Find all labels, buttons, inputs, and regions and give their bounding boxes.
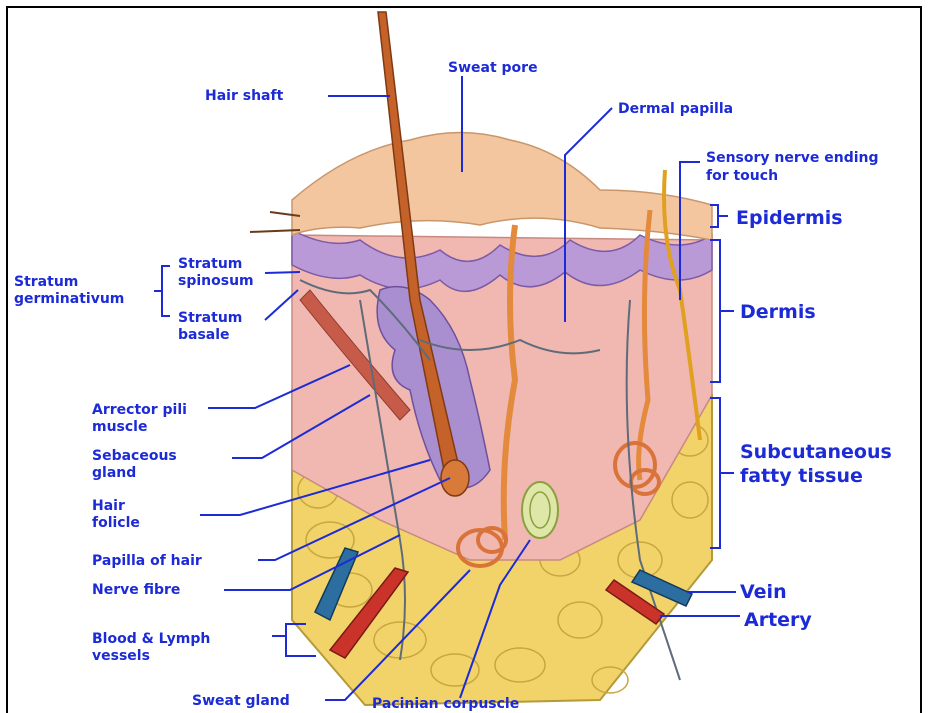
label-stratum-germ-2: germinativum: [14, 291, 124, 307]
label-spinosum-1: Stratum: [178, 256, 242, 272]
pacinian-corpuscle-shape: [522, 482, 558, 538]
hair-bulb: [441, 460, 469, 496]
label-sensory-2: for touch: [706, 168, 778, 184]
bracket-stratum: [154, 266, 170, 316]
label-basale-2: basale: [178, 327, 230, 343]
label-hair-shaft: Hair shaft: [205, 88, 284, 104]
label-sensory-1: Sensory nerve ending: [706, 150, 879, 166]
label-subcutaneous-1: Subcutaneous: [740, 441, 892, 463]
leader-spinosum: [265, 272, 300, 273]
label-subcutaneous-2: fatty tissue: [740, 465, 863, 487]
label-pacinian: Pacinian corpuscle: [372, 696, 519, 712]
label-blood-2: vessels: [92, 648, 150, 664]
label-dermal-papilla: Dermal papilla: [618, 101, 733, 117]
label-sebaceous-2: gland: [92, 465, 136, 481]
label-sweat-gland: Sweat gland: [192, 693, 290, 709]
label-follicle-2: folicle: [92, 515, 140, 531]
label-blood-1: Blood & Lymph: [92, 631, 210, 647]
label-arrector-1: Arrector pili: [92, 402, 187, 418]
label-arrector-2: muscle: [92, 419, 147, 435]
label-sebaceous-1: Sebaceous: [92, 448, 177, 464]
label-dermis: Dermis: [740, 301, 816, 323]
label-papilla-of-hair: Papilla of hair: [92, 553, 202, 569]
label-sweat-pore: Sweat pore: [448, 60, 538, 76]
bracket-subcutaneous: [710, 398, 734, 548]
label-spinosum-2: spinosum: [178, 273, 254, 289]
label-artery: Artery: [744, 609, 812, 631]
label-basale-1: Stratum: [178, 310, 242, 326]
label-epidermis: Epidermis: [736, 207, 843, 229]
label-stratum-germ-1: Stratum: [14, 274, 78, 290]
label-follicle-1: Hair: [92, 498, 125, 514]
bracket-dermis: [710, 240, 734, 382]
label-vein: Vein: [740, 581, 787, 603]
label-nerve-fibre: Nerve fibre: [92, 582, 180, 598]
